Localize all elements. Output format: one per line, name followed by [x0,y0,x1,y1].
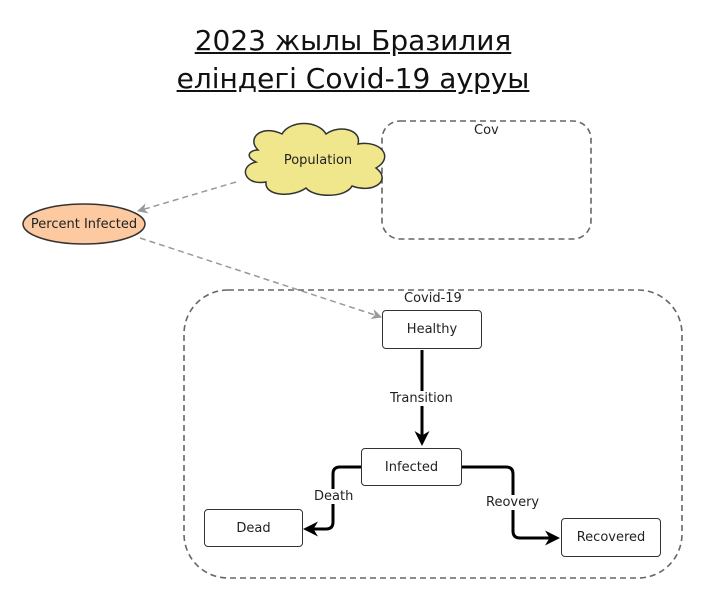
group-cov[interactable] [381,120,592,240]
group-cov-label: Cov [474,123,499,138]
node-dead[interactable]: Dead [204,509,303,547]
group-covid-19[interactable] [183,289,683,579]
population-label: Population [283,152,353,168]
diagram-title: 2023 жылы Бразилия еліндегі Covid-19 аур… [0,22,706,98]
arrow-population-to-percent[interactable] [136,181,237,214]
population-cloud[interactable] [244,122,386,196]
node-healthy[interactable]: Healthy [382,310,482,349]
edge-label-recovery: Reovery [484,495,542,510]
group-covid-label: Covid-19 [404,291,462,306]
percent-infected-label: Percent Infected [30,216,138,232]
title-line-2: еліндегі Covid-19 ауруы [176,62,530,95]
edge-label-transition: Transition [388,391,455,406]
node-recovered[interactable]: Recovered [561,518,661,557]
edge-label-death: Death [312,489,356,504]
percent-infected-ellipse[interactable] [22,203,146,245]
arrow-percent-to-healthy[interactable] [139,237,382,320]
node-infected[interactable]: Infected [361,448,462,486]
title-line-1: 2023 жылы Бразилия [194,24,512,57]
